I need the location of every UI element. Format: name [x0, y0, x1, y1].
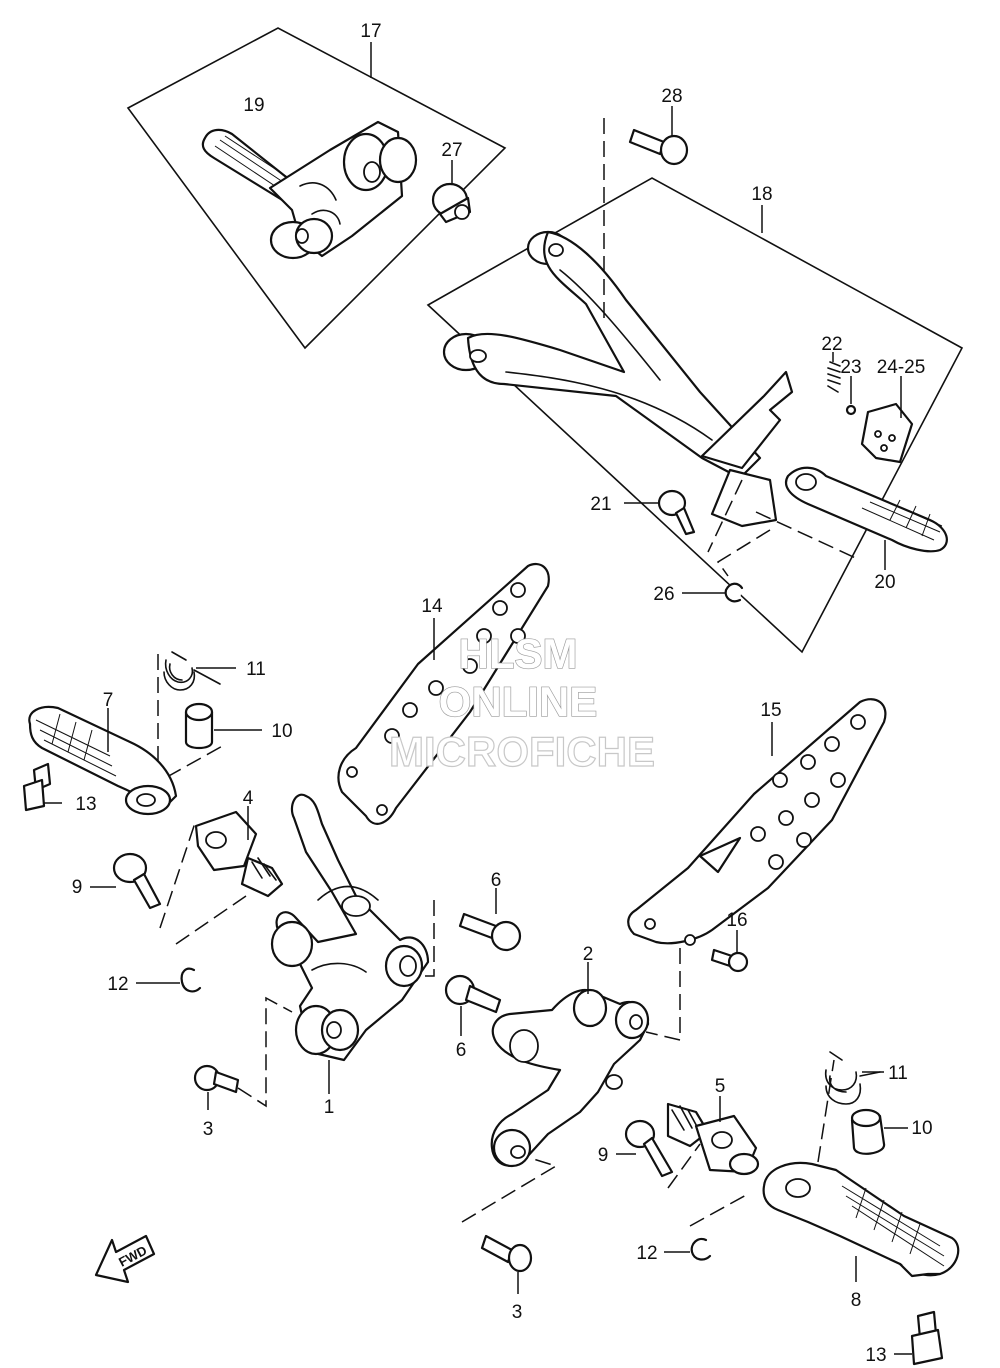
callout-23: 23: [840, 357, 861, 378]
part-20-footpeg: [784, 466, 948, 570]
watermark-line-2: ONLINE: [439, 678, 598, 725]
part-4-pivot: [194, 806, 284, 898]
callout-26: 26: [653, 584, 674, 605]
part-3-bolt-left: [193, 1064, 240, 1110]
callout-9-left: 9: [72, 877, 83, 898]
upper-bolt-dash: [424, 900, 435, 977]
part-27-bushing: [431, 160, 472, 224]
callout-1: 1: [324, 1097, 335, 1118]
part-9-pin-left: [90, 852, 162, 910]
part-19-footrest-assembly: [201, 120, 418, 260]
callout-14: 14: [421, 596, 443, 617]
callout-10-left: 10: [271, 721, 292, 742]
callout-18: 18: [751, 184, 772, 205]
callout-5: 5: [715, 1076, 726, 1097]
part-5-pivot: [666, 1096, 760, 1176]
callout-6-upper: 6: [491, 870, 502, 891]
callout-labels: 1 2 3 3 4 5 6 6 7 8 9 9 10 10 11 11 12 1…: [72, 21, 933, 1366]
part-23-ball: [845, 376, 857, 416]
part-13-adjuster-right: [894, 1310, 944, 1366]
part-18-footrest-bracket: [442, 230, 794, 528]
callout-8: 8: [851, 1290, 862, 1311]
watermark-line-3: MICROFICHE: [389, 728, 655, 775]
callout-13-left: 13: [75, 794, 96, 815]
part-10-bushing-left: [184, 702, 262, 750]
part-7-footpeg: [28, 705, 178, 816]
left-bolt-dash: [237, 996, 293, 1108]
callout-21: 21: [590, 494, 611, 515]
callout-12-left: 12: [107, 974, 128, 995]
callout-28: 28: [661, 86, 682, 107]
callout-12-right: 12: [636, 1243, 657, 1264]
plate-15-dash: [645, 948, 681, 1041]
callout-6-lower: 6: [456, 1040, 467, 1061]
part-22-spring: [827, 352, 841, 393]
part-24-25-plate: [860, 376, 914, 464]
callout-17: 17: [360, 21, 381, 42]
callout-2: 2: [583, 944, 594, 965]
callout-15: 15: [760, 700, 781, 721]
callout-19: 19: [243, 95, 264, 116]
callout-3-right: 3: [512, 1302, 523, 1323]
part-8-footpeg: [762, 1161, 960, 1282]
right-pin-dash: [667, 1143, 701, 1189]
part-6-bolt-upper: [458, 888, 522, 952]
part-21-pin: [624, 489, 696, 536]
callout-20: 20: [874, 572, 895, 593]
part-2-bracket: [490, 962, 650, 1168]
part-6-bolt-lower: [444, 974, 502, 1036]
part-9-pin-right: [616, 1119, 674, 1178]
part-12-e-clip-right: [664, 1237, 712, 1261]
callout-3-left: 3: [203, 1119, 214, 1140]
callout-27: 27: [441, 140, 462, 161]
part-10-bushing-right: [850, 1108, 908, 1155]
callout-13-right: 13: [865, 1345, 886, 1366]
assembly-box-17: [126, 27, 507, 350]
part-16-bolt: [710, 930, 749, 973]
part-11-spring-right: [824, 1051, 884, 1105]
part-13-adjuster-left: [22, 762, 62, 812]
callout-11-right: 11: [888, 1063, 908, 1084]
callout-10-right: 10: [911, 1118, 932, 1139]
part-14-heel-plate: [337, 562, 550, 825]
callout-7: 7: [103, 690, 114, 711]
callout-24-25: 24-25: [877, 357, 926, 378]
part-28-bolt: [628, 106, 689, 166]
part-1-bracket: [270, 793, 430, 1094]
left-pin-dash: [159, 819, 197, 929]
right-clip-dash: [689, 1193, 749, 1227]
fwd-arrow-icon: FWD: [94, 1234, 156, 1284]
part-26-e-clip: [682, 582, 744, 603]
callout-9-right: 9: [598, 1145, 609, 1166]
right-spring-dash: [817, 1059, 835, 1163]
callout-16: 16: [726, 910, 747, 931]
left-clip-dash: [175, 895, 247, 945]
watermark-line-1: HLSM: [459, 630, 578, 677]
part-15-heel-plate: [627, 698, 887, 946]
callout-22: 22: [821, 334, 842, 355]
part-12-e-clip-left: [136, 967, 202, 993]
watermark: HLSM ONLINE MICROFICHE: [388, 629, 655, 775]
assembly-18-dash-lines: [707, 479, 861, 577]
callout-11-left: 11: [246, 659, 266, 680]
part-11-spring-left: [163, 651, 236, 691]
part-3-bolt-right: [480, 1234, 533, 1294]
callout-4: 4: [243, 788, 254, 809]
right-bolt-dash: [461, 1157, 558, 1223]
assembly-box-18: [426, 177, 964, 654]
